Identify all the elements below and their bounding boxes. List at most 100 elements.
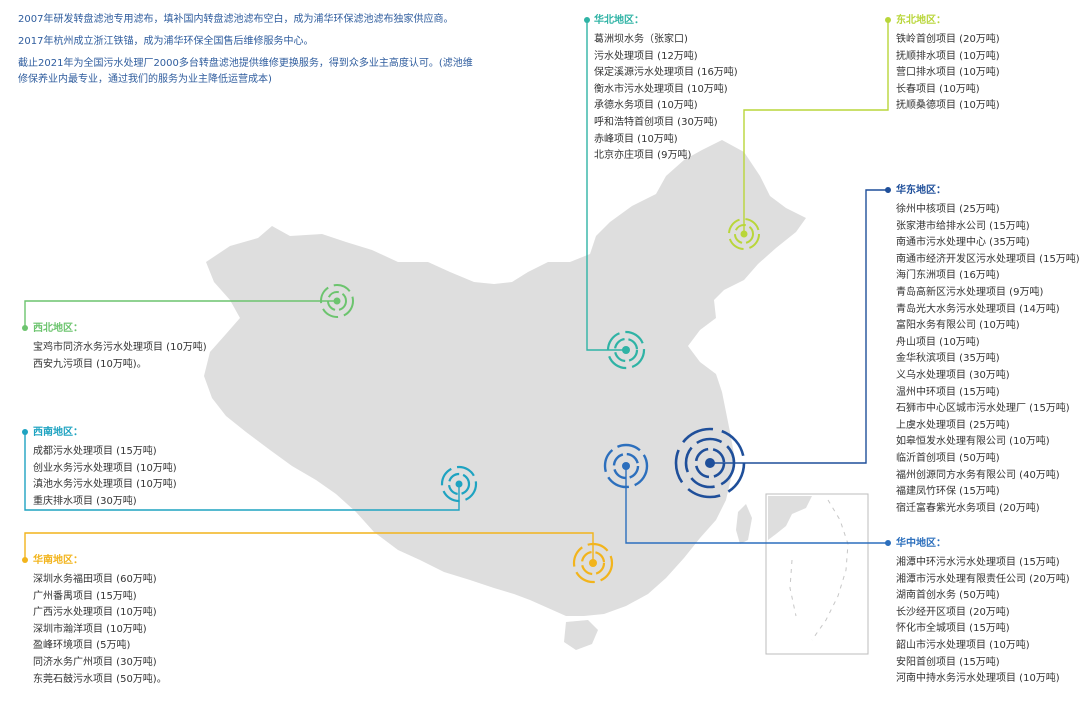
project-item: 南通市经济开发区污水处理项目 (15万吨) xyxy=(896,253,1080,265)
region-title: 东北地区： xyxy=(896,15,946,26)
dot-northeast xyxy=(885,17,891,23)
project-list: 铁岭首创项目 (20万吨) 抚顺排水项目 (10万吨) 营口排水项目 (10万吨) 长… xyxy=(896,32,1000,115)
project-item: 韶山市污水处理项目 (10万吨) xyxy=(896,639,1030,651)
project-item: 东莞石鼓污水项目 (50万吨)。 xyxy=(33,673,167,685)
project-item: 深圳市瀚洋项目 (10万吨) xyxy=(33,623,147,635)
marker-north xyxy=(606,330,646,370)
connector-south xyxy=(24,532,594,563)
china-mainland-shape xyxy=(204,140,806,616)
project-item: 青岛高新区污水处理项目 (9万吨) xyxy=(896,286,1044,298)
project-item: 河南中持水务污水处理项目 (10万吨) xyxy=(896,673,1060,685)
region-north: 华北地区： 葛洲坝水务（张家口) 污水处理项目 (12万吨) 保定溪源污水处理项目 … xyxy=(594,14,738,165)
dot-north xyxy=(584,17,590,23)
project-item: 深圳水务福田项目 (60万吨) xyxy=(33,574,157,585)
project-item: 盈峰环境项目 (5万吨) xyxy=(33,640,131,652)
project-item: 宝鸡市同济水务污水处理项目 (10万吨) xyxy=(33,342,207,353)
intro-line: 截止2021年为全国污水处理厂2000多台转盘滤池提供维修更换服务，得到众多业主… xyxy=(18,58,473,85)
project-item: 温州中环项目 (15万吨) xyxy=(896,386,1000,398)
connector-north xyxy=(586,22,626,351)
project-item: 上虞水处理项目 (25万吨) xyxy=(896,419,1010,431)
dot-central xyxy=(885,540,891,546)
region-east: 华东地区： 徐州中核项目 (25万吨) 张家港市给排水公司 (15万吨) 南通市污水… xyxy=(896,184,1080,517)
project-item: 徐州中核项目 (25万吨) xyxy=(896,204,1000,215)
dot-northwest xyxy=(22,325,28,331)
project-item: 污水处理项目 (12万吨) xyxy=(594,50,698,62)
region-southwest: 西南地区： 成都污水处理项目 (15万吨)创业水务污水处理项目 (10万吨)滇池… xyxy=(33,426,177,510)
project-item: 长春项目 (10万吨) xyxy=(896,83,980,95)
dot-east xyxy=(885,187,891,193)
project-list: 徐州中核项目 (25万吨) 张家港市给排水公司 (15万吨) 南通市污水处理中心 (… xyxy=(896,202,1080,517)
project-item: 铁岭首创项目 (20万吨) xyxy=(896,34,1000,45)
project-item: 湘潭中环污水污水处理项目 (15万吨) xyxy=(896,557,1060,568)
project-list: 葛洲坝水务（张家口) 污水处理项目 (12万吨) 保定溪源污水处理项目 (16万吨)… xyxy=(594,32,738,165)
project-item: 北京亦庄项目 (9万吨) xyxy=(594,150,692,162)
south-sea-inset-frame xyxy=(765,493,869,655)
region-title: 西北地区： xyxy=(33,323,83,334)
dot-south xyxy=(22,557,28,563)
region-northeast: 东北地区： 铁岭首创项目 (20万吨) 抚顺排水项目 (10万吨) 营口排水项目 (… xyxy=(896,14,1000,115)
project-item: 成都污水处理项目 (15万吨) xyxy=(33,446,157,457)
project-item: 张家港市给排水公司 (15万吨) xyxy=(896,220,1030,232)
project-list: 宝鸡市同济水务污水处理项目 (10万吨) 西安九污项目 (10万吨)。 xyxy=(33,340,207,373)
project-item: 葛洲坝水务（张家口) xyxy=(594,34,688,45)
project-item: 抚顺排水项目 (10万吨) xyxy=(896,50,1000,62)
dot-southwest xyxy=(22,429,28,435)
project-item: 福州创源同方水务有限公司 (40万吨) xyxy=(896,469,1060,481)
south-sea-inset-coast xyxy=(768,496,812,540)
region-title: 华中地区： xyxy=(896,538,946,549)
project-item: 金华秋滨项目 (35万吨) xyxy=(896,353,1000,365)
project-item: 创业水务污水处理项目 (10万吨) xyxy=(33,462,177,474)
marker-northwest xyxy=(320,284,354,318)
connector-northeast xyxy=(743,22,889,234)
south-sea-inset-dashes xyxy=(789,499,849,641)
project-item: 重庆排水项目 (30万吨) xyxy=(33,495,137,507)
region-title: 华东地区： xyxy=(896,185,946,196)
project-item: 宿迁富春紫光水务项目 (20万吨) xyxy=(896,502,1040,514)
project-item: 营口排水项目 (10万吨) xyxy=(896,67,1000,79)
project-item: 舟山项目 (10万吨) xyxy=(896,336,980,348)
intro-line: 2017年杭州成立浙江铁锚，成为浦华环保全国售后维修服务中心。 xyxy=(18,36,314,47)
project-item: 西安九污项目 (10万吨)。 xyxy=(33,358,147,370)
connector-east xyxy=(710,189,888,464)
project-item: 湖南首创水务 (50万吨) xyxy=(896,590,1000,602)
project-item: 青岛光大水务污水处理项目 (14万吨) xyxy=(896,303,1060,315)
project-item: 广西污水处理项目 (10万吨) xyxy=(33,607,157,619)
region-title: 华南地区： xyxy=(33,555,83,566)
marker-south xyxy=(572,542,614,584)
hainan-island-shape xyxy=(564,620,598,650)
project-item: 同济水务广州项目 (30万吨) xyxy=(33,656,157,668)
project-item: 石狮市中心区城市污水处理厂 (15万吨) xyxy=(896,403,1070,415)
project-item: 保定溪源污水处理项目 (16万吨) xyxy=(594,67,738,79)
project-item: 呼和浩特首创项目 (30万吨) xyxy=(594,116,718,128)
project-item: 义乌水处理项目 (30万吨) xyxy=(896,369,1010,381)
connector-northwest xyxy=(24,300,337,328)
project-item: 如皋恒发水处理有限公司 (10万吨) xyxy=(896,436,1050,448)
project-list: 深圳水务福田项目 (60万吨) 广州番禺项目 (15万吨) 广西污水处理项目 (10… xyxy=(33,572,167,688)
intro-text: 2007年研发转盘滤池专用滤布，填补国内转盘滤池滤布空白，成为浦华环保滤池滤布独… xyxy=(18,12,478,94)
project-item: 南通市污水处理中心 (35万吨) xyxy=(896,237,1030,249)
project-item: 滇池水务污水处理项目 (10万吨) xyxy=(33,479,177,491)
project-list: 湘潭中环污水污水处理项目 (15万吨) 湘潭市污水处理有限责任公司 (20万吨) 湖… xyxy=(896,555,1070,688)
project-item: 湘潭市污水处理有限责任公司 (20万吨) xyxy=(896,573,1070,585)
region-central: 华中地区： 湘潭中环污水污水处理项目 (15万吨) 湘潭市污水处理有限责任公司 (… xyxy=(896,537,1070,688)
project-item: 临沂首创项目 (50万吨) xyxy=(896,452,1000,464)
marker-northeast xyxy=(728,218,760,250)
project-item: 怀化市全城项目 (15万吨) xyxy=(896,623,1010,635)
region-title: 华北地区： xyxy=(594,15,644,26)
marker-southwest xyxy=(440,465,478,503)
connector-southwest xyxy=(24,432,460,511)
project-item: 抚顺桑德项目 (10万吨) xyxy=(896,100,1000,112)
project-list: 成都污水处理项目 (15万吨) 创业水务污水处理项目 (10万吨) 滇池水务污水处理… xyxy=(33,444,177,510)
project-item: 长沙经开区项目 (20万吨) xyxy=(896,606,1010,618)
project-item: 海门东洲项目 (16万吨) xyxy=(896,270,1000,282)
project-item: 衡水市污水处理项目 (10万吨) xyxy=(594,83,728,95)
project-item: 安阳首创项目 (15万吨) xyxy=(896,656,1000,668)
project-item: 福建凤竹环保 (15万吨) xyxy=(896,486,1000,498)
connector-lines xyxy=(24,22,889,563)
region-northwest: 西北地区： 宝鸡市同济水务污水处理项目 (10万吨) 西安九污项目 (10万吨)。 xyxy=(33,322,207,373)
region-south: 华南地区： 深圳水务福田项目 (60万吨) 广州番禺项目 (15万吨) 广西污水处理… xyxy=(33,554,167,688)
project-item: 广州番禺项目 (15万吨) xyxy=(33,590,137,602)
taiwan-island-shape xyxy=(736,504,752,544)
marker-east xyxy=(674,427,746,499)
